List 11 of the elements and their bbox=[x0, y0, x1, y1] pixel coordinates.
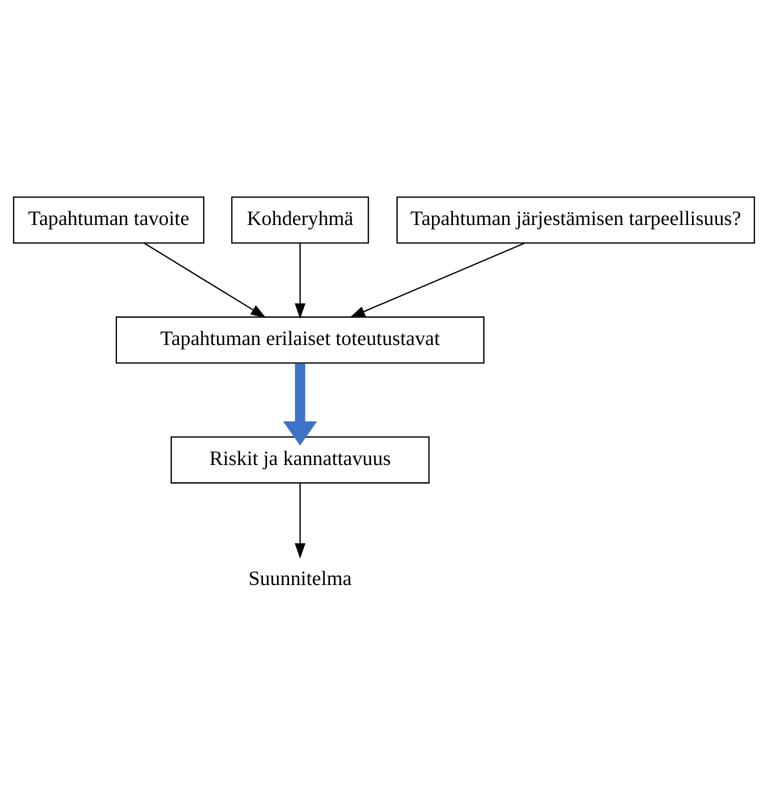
arrow bbox=[350, 242, 525, 318]
node-box: Tapahtuman järjestämisen tarpeellisuus? bbox=[396, 196, 756, 244]
arrow bbox=[294, 242, 306, 318]
arrow bbox=[144, 242, 266, 318]
node-box: Tapahtuman erilaiset toteutustavat bbox=[116, 316, 484, 364]
node-box: Tapahtuman tavoite bbox=[12, 196, 204, 244]
node-box: Riskit ja kannattavuus bbox=[170, 436, 430, 484]
arrow bbox=[294, 482, 306, 558]
node-text: Suunnitelma bbox=[248, 567, 352, 590]
node-box: Kohderyhmä bbox=[231, 196, 369, 244]
arrow bbox=[283, 362, 318, 446]
